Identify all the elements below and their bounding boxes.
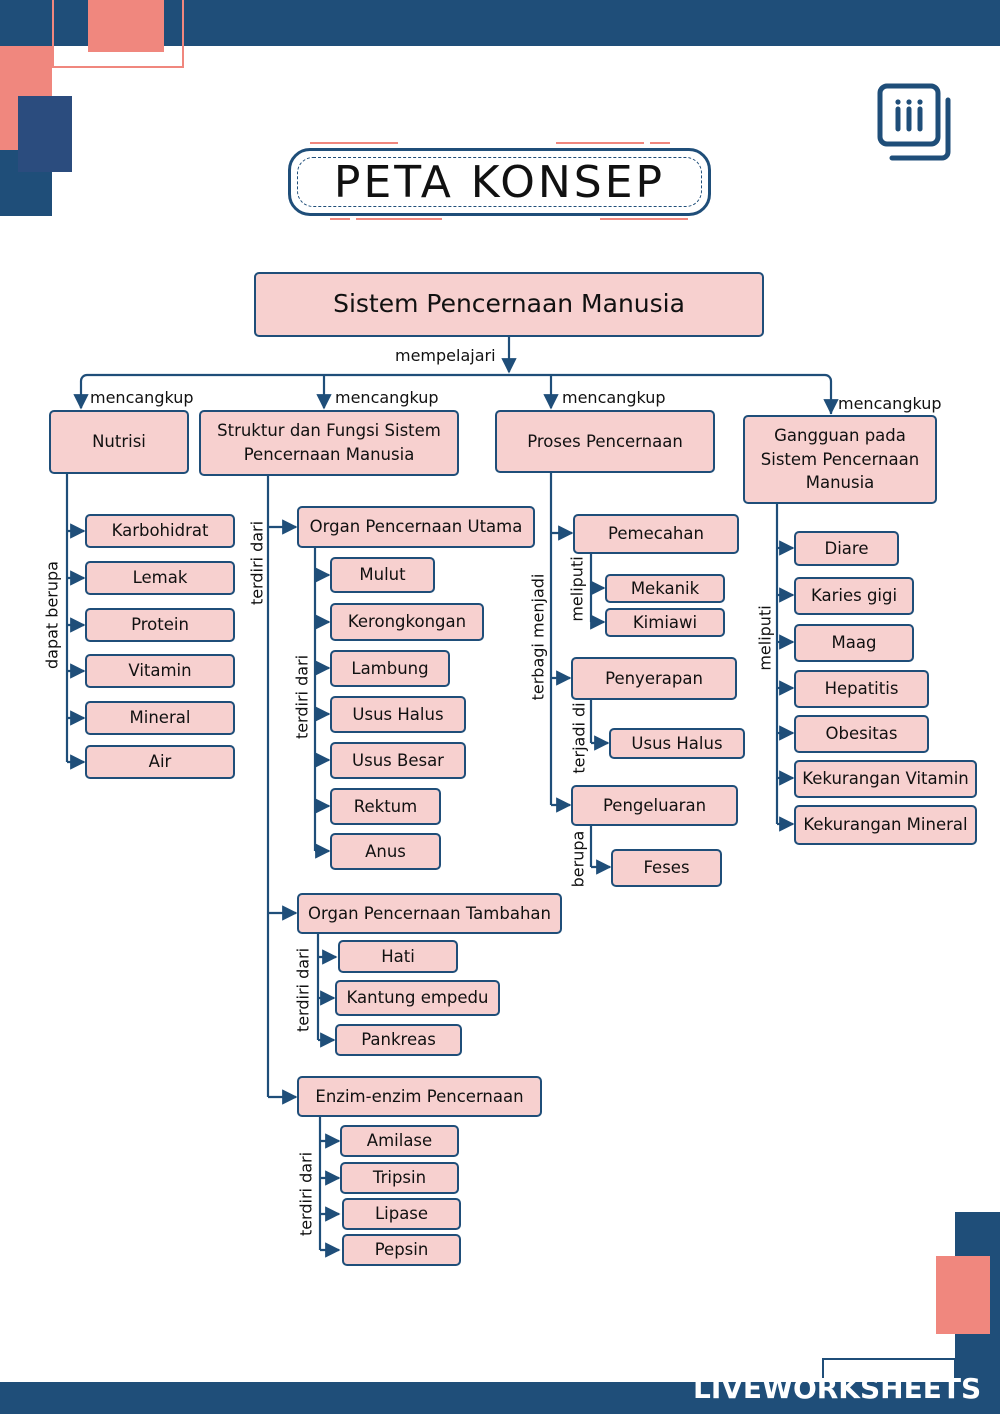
root-link-label: mempelajari — [395, 346, 496, 365]
nutrisi-item: Vitamin — [85, 654, 235, 688]
gangguan-item: Hepatitis — [794, 670, 929, 708]
organ-utama-item: Anus — [330, 833, 441, 870]
enzim-item: Tripsin — [340, 1162, 459, 1194]
title-accent-line — [556, 142, 644, 144]
root-node: Sistem Pencernaan Manusia — [254, 272, 764, 337]
gangguan-item: Kekurangan Mineral — [794, 805, 977, 845]
deco-square-salmon-right — [936, 1256, 990, 1334]
top-banner — [0, 0, 1000, 46]
title-accent-line — [310, 142, 398, 144]
organ-tambahan-item: Kantung empedu — [335, 980, 500, 1016]
organ-utama-item: Mulut — [330, 557, 435, 593]
title-accent-line — [650, 142, 670, 144]
nutrisi-link-label: dapat berupa — [42, 561, 62, 669]
nutrisi-item: Air — [85, 745, 235, 779]
title-banner: PETA KONSEP — [288, 148, 711, 216]
deco-square-salmon-top — [88, 0, 164, 52]
nutrisi-item: Mineral — [85, 701, 235, 735]
penyerapan-link-label: terjadi di — [569, 702, 589, 774]
penyerapan-item: Usus Halus — [609, 728, 745, 759]
pages-icon — [877, 83, 951, 161]
proses-pengeluaran-node: Pengeluaran — [571, 785, 738, 826]
organ-utama-item: Kerongkongan — [330, 603, 484, 641]
branch-gangguan: Gangguan pada Sistem Pencernaan Manusia — [743, 415, 937, 504]
proses-penyerapan-node: Penyerapan — [571, 657, 737, 700]
branch-struktur: Struktur dan Fungsi Sistem Pencernaan Ma… — [199, 410, 459, 476]
organ-utama-node: Organ Pencernaan Utama — [297, 506, 535, 548]
enzim-link-label: terdiri dari — [296, 1151, 316, 1237]
page-title: PETA KONSEP — [297, 157, 702, 208]
enzim-item: Pepsin — [342, 1234, 461, 1266]
pemecahan-item: Kimiawi — [605, 608, 725, 637]
gangguan-item: Kekurangan Vitamin — [794, 760, 977, 798]
organ-utama-item: Rektum — [330, 788, 441, 825]
branch-nutrisi: Nutrisi — [49, 410, 189, 474]
gangguan-item: Karies gigi — [794, 577, 914, 615]
organ-tambahan-node: Organ Pencernaan Tambahan — [297, 893, 562, 934]
title-accent-line — [330, 218, 350, 220]
gangguan-item: Obesitas — [794, 715, 929, 753]
gangguan-link-label: meliputi — [755, 605, 775, 671]
branch-link-label: mencangkup — [90, 388, 194, 407]
enzim-node: Enzim-enzim Pencernaan — [297, 1076, 542, 1117]
enzim-item: Lipase — [342, 1198, 461, 1230]
pemecahan-link-label: meliputi — [567, 556, 587, 622]
utama-link-label: terdiri dari — [292, 654, 312, 740]
branch-link-label: mencangkup — [335, 388, 439, 407]
organ-utama-item: Usus Besar — [330, 742, 466, 779]
deco-square-navy-mid — [18, 96, 72, 172]
title-accent-line — [356, 218, 442, 220]
watermark-logo: LIVEWORKSHEETS — [693, 1372, 982, 1405]
branch-proses: Proses Pencernaan — [495, 410, 715, 473]
pengeluaran-link-label: berupa — [568, 830, 588, 888]
branch-link-label: mencangkup — [562, 388, 666, 407]
struktur-link-label: terdiri dari — [247, 520, 267, 606]
organ-utama-item: Usus Halus — [330, 696, 466, 733]
pemecahan-item: Mekanik — [605, 574, 725, 603]
deco-outline-bottom — [822, 1358, 956, 1388]
bottom-banner — [0, 1382, 1000, 1414]
organ-tambahan-item: Hati — [338, 940, 458, 973]
gangguan-item: Maag — [794, 624, 914, 662]
proses-link-label: terbagi menjadi — [528, 573, 548, 701]
deco-outline-top — [52, 0, 184, 68]
nutrisi-item: Karbohidrat — [85, 514, 235, 548]
gangguan-item: Diare — [794, 531, 899, 566]
title-accent-line — [600, 218, 688, 220]
proses-pemecahan-node: Pemecahan — [573, 514, 739, 554]
nutrisi-item: Lemak — [85, 561, 235, 595]
enzim-item: Amilase — [340, 1125, 459, 1157]
tambahan-link-label: terdiri dari — [293, 947, 313, 1033]
organ-tambahan-item: Pankreas — [335, 1024, 462, 1056]
organ-utama-item: Lambung — [330, 650, 450, 687]
pengeluaran-item: Feses — [611, 849, 722, 887]
branch-link-label: mencangkup — [838, 394, 942, 413]
nutrisi-item: Protein — [85, 608, 235, 642]
